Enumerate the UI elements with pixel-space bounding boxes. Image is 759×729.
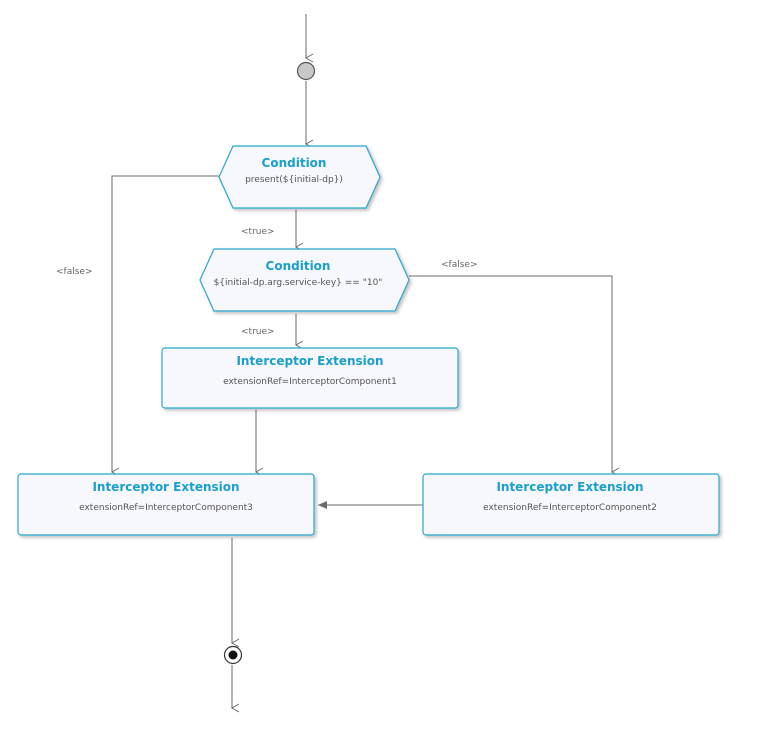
interceptor-node-1-reference: extensionRef=InterceptorComponent1	[223, 377, 397, 387]
label-condition-2-false: <false>	[441, 260, 478, 270]
edge-condition-1-false	[110, 175, 220, 477]
interceptor-node-3-title: Interceptor Extension	[92, 480, 239, 494]
interceptor-node-3[interactable]: Interceptor Extension extensionRef=Inter…	[17, 473, 315, 536]
start-node[interactable]	[296, 61, 316, 81]
interceptor-node-2-title: Interceptor Extension	[496, 480, 643, 494]
condition-node-1-expression: present(${initial-dp})	[245, 175, 343, 185]
condition-node-2-title: Condition	[266, 259, 331, 273]
label-condition-1-false: <false>	[56, 267, 93, 277]
interceptor-node-2[interactable]: Interceptor Extension extensionRef=Inter…	[422, 473, 720, 536]
condition-node-2-expression: ${initial-dp.arg.service-key} == "10"	[214, 278, 383, 288]
edge-condition-2-false	[409, 275, 620, 477]
interceptor-node-3-reference: extensionRef=InterceptorComponent3	[79, 503, 253, 513]
label-condition-1-true: <true>	[241, 227, 275, 237]
condition-node-1-title: Condition	[262, 156, 327, 170]
end-node[interactable]	[223, 645, 243, 665]
interceptor-node-2-reference: extensionRef=InterceptorComponent2	[483, 503, 657, 513]
label-condition-2-true: <true>	[241, 327, 275, 337]
interceptor-node-1[interactable]: Interceptor Extension extensionRef=Inter…	[161, 347, 459, 409]
condition-node-1[interactable]: Condition present(${initial-dp})	[218, 145, 381, 209]
interceptor-node-1-title: Interceptor Extension	[236, 354, 383, 368]
edges	[110, 14, 620, 713]
condition-node-2[interactable]: Condition ${initial-dp.arg.service-key} …	[199, 248, 410, 312]
